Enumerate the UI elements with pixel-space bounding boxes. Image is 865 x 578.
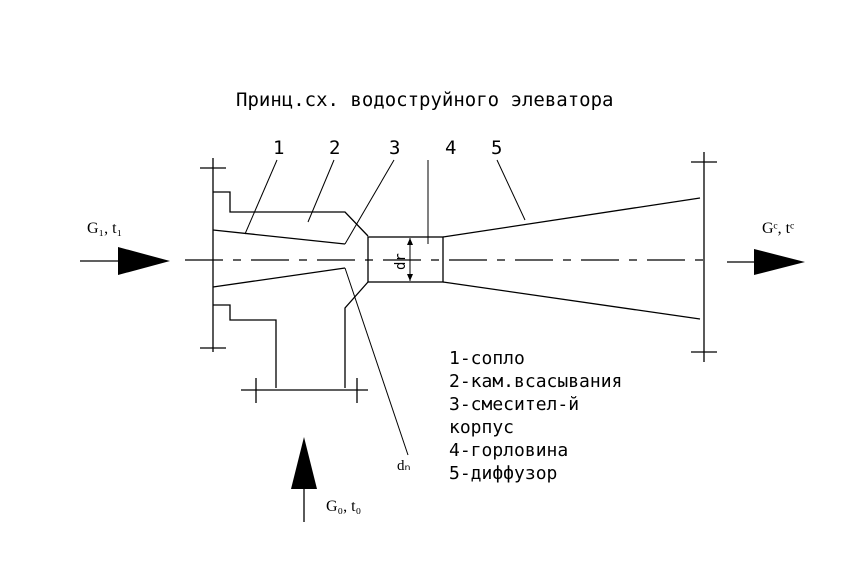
- suction-chamber-top: [213, 191, 369, 237]
- legend: 1-сопло 2-кам.всасывания 3-смесител-й ко…: [449, 348, 622, 484]
- outlet-arrow-head: [754, 249, 805, 275]
- dimension-arrow-bottom: [407, 274, 413, 281]
- leader-line-1: [244, 159, 278, 235]
- suction-chamber-bottom-left: [213, 304, 277, 388]
- part-number-3: 3: [389, 137, 400, 159]
- leader-line-2: [307, 159, 335, 223]
- legend-item-2: 2-кам.всасывания: [449, 371, 622, 392]
- suction-label: G₀, t₀: [326, 498, 361, 515]
- part-number-4: 4: [445, 137, 456, 159]
- part-number-2: 2: [329, 137, 340, 159]
- leader-line-5: [496, 159, 526, 221]
- nozzle-top: [212, 229, 346, 245]
- legend-item-3: 3-смесител-й: [449, 394, 579, 415]
- inlet-arrow-head: [118, 247, 170, 275]
- diffuser-top: [442, 197, 701, 238]
- throat-box: [367, 236, 444, 283]
- legend-item-4: 4-горловина: [449, 440, 568, 461]
- part-number-5: 5: [491, 137, 502, 159]
- inlet-label: G₁, t₁: [87, 220, 122, 237]
- diagram-title: Принц.сх. водоструйного элеватора: [236, 89, 614, 111]
- suction-chamber-bottom-right: [344, 281, 369, 388]
- dimension-arrow-top: [407, 238, 413, 245]
- nozzle-diameter-label: dₙ: [397, 458, 411, 474]
- throat-diameter-label: dr: [393, 253, 409, 270]
- legend-item-5: 5-диффузор: [449, 463, 557, 484]
- legend-item-3-cont: корпус: [449, 417, 514, 438]
- part-number-1: 1: [273, 137, 284, 159]
- nozzle-diameter-leader: [344, 267, 409, 456]
- nozzle-bottom: [212, 267, 346, 288]
- diffuser-bottom: [442, 281, 701, 320]
- leader-line-3: [344, 159, 395, 245]
- legend-item-1: 1-сопло: [449, 348, 525, 369]
- outlet-label: Gᶜ, tᶜ: [762, 220, 794, 237]
- suction-arrow-head: [291, 437, 317, 489]
